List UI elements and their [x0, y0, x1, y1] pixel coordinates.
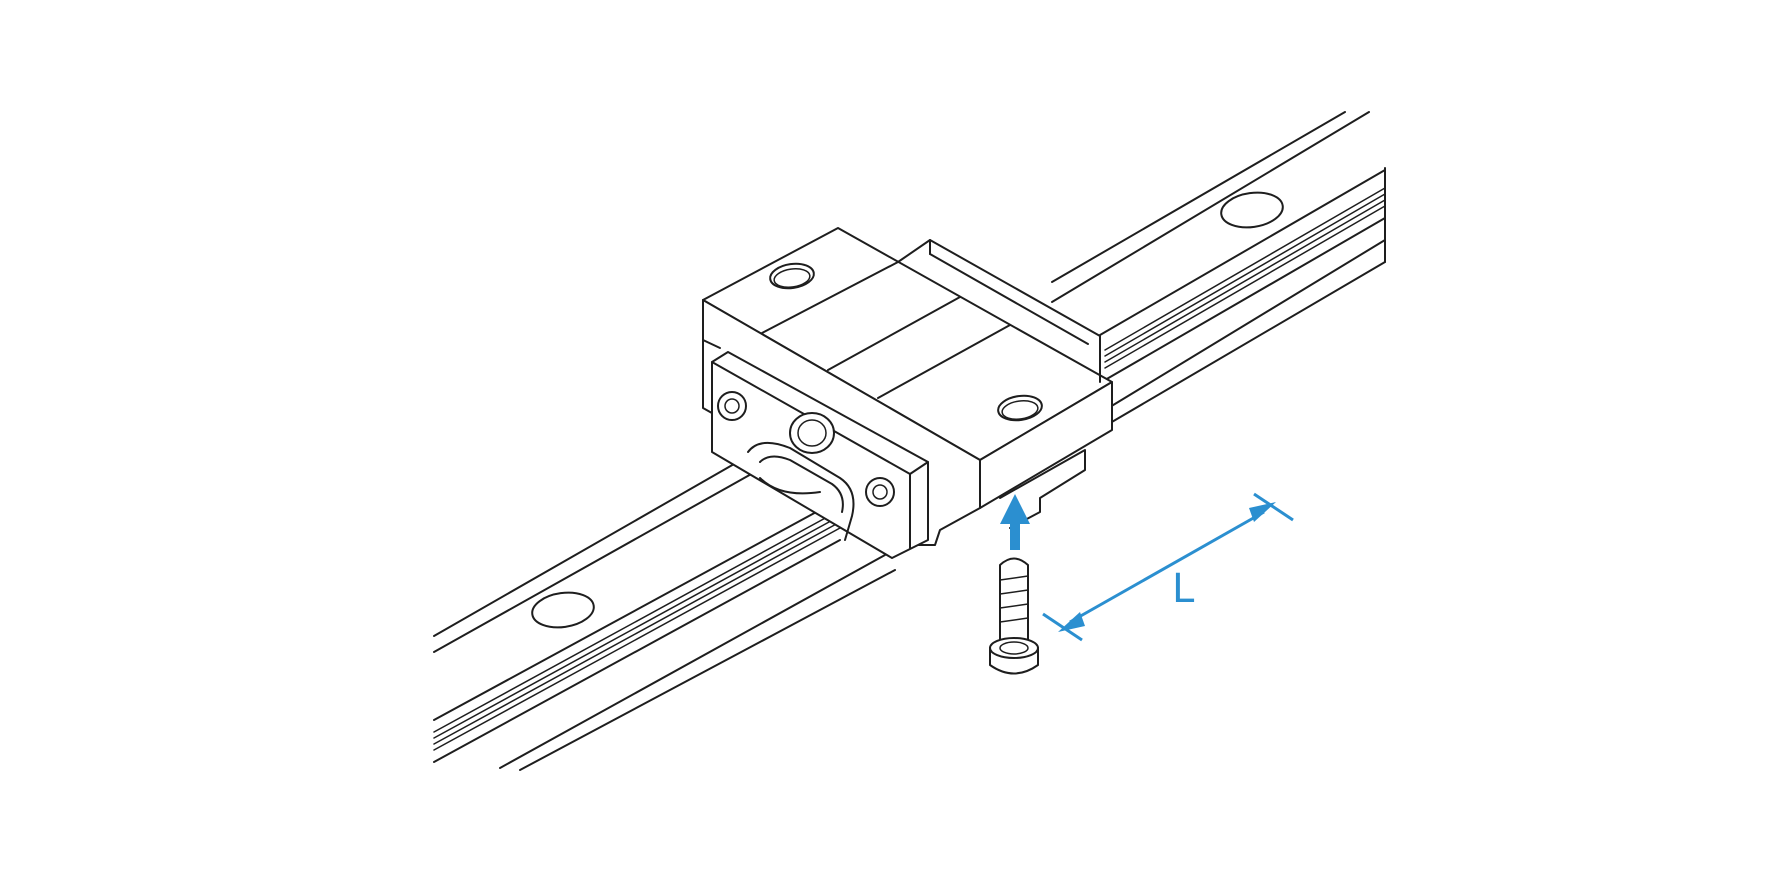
rail-mounting-hole [1220, 191, 1284, 229]
end-plate [711, 351, 929, 559]
rail-front-segment [433, 447, 896, 771]
mounting-screw [989, 557, 1039, 675]
dimension-label-l: L [1172, 566, 1195, 612]
end-plate-screw [717, 391, 747, 421]
insertion-arrow [1000, 494, 1030, 550]
end-plate-screw [865, 477, 895, 507]
length-dimension: L [1042, 492, 1294, 642]
rail-back-segment [1051, 111, 1386, 427]
guide-rail [433, 111, 1386, 771]
lubrication-port [789, 412, 835, 454]
rail-mounting-hole [531, 591, 595, 629]
carriage-block [702, 227, 1113, 559]
